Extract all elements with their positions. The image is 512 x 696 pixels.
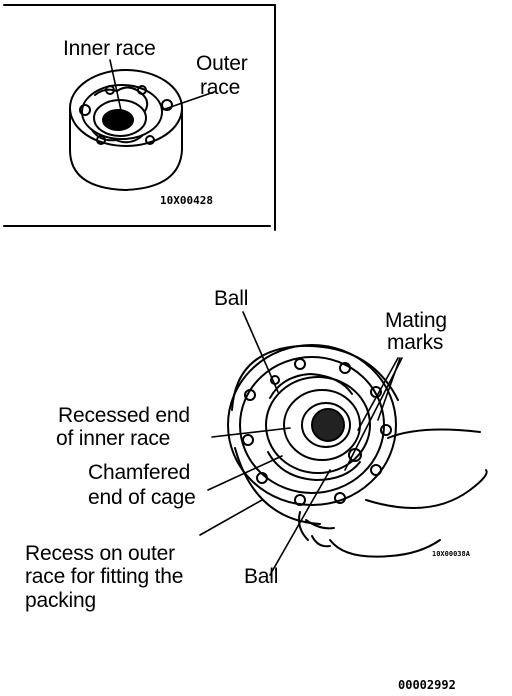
label-mating-marks-line1: Mating [385, 309, 447, 332]
label-recess-outer-line1: Recess on outer [25, 542, 175, 565]
figure-code-bottom: 10X00038A [432, 550, 470, 558]
label-recess-outer-line2: race for fitting the [25, 565, 184, 588]
label-recess-outer-line3: packing [25, 589, 96, 612]
label-inner-race: Inner race [63, 37, 156, 60]
figure-code-top: 10X00428 [160, 194, 213, 207]
label-recessed-end-line2: of inner race [56, 427, 171, 450]
label-outer-race-line2: race [200, 76, 241, 99]
leader-outer-race [161, 91, 215, 111]
leader-mating-marks-1 [357, 357, 399, 431]
leader-recessed-end [211, 427, 291, 438]
leader-chamfered-end [207, 455, 283, 491]
leader-ball-top [242, 311, 279, 393]
page-code: 00002992 [398, 678, 456, 692]
large-joint-drawing [227, 344, 488, 558]
label-chamfered-end-line1: Chamfered [88, 461, 191, 484]
leader-ball-bottom [269, 469, 331, 576]
leader-inner-race [109, 59, 123, 116]
label-ball-bottom: Ball [244, 565, 279, 588]
label-recessed-end-line1: Recessed end [58, 404, 190, 427]
small-joint-drawing [69, 69, 183, 192]
label-chamfered-end-line2: end of cage [88, 486, 196, 509]
label-mating-marks-line2: marks [387, 331, 444, 354]
leader-mating-marks-3 [344, 357, 403, 471]
label-outer-race-line1: Outer [196, 52, 248, 75]
label-ball-top: Ball [214, 287, 249, 310]
leader-recess-outer [199, 499, 263, 536]
